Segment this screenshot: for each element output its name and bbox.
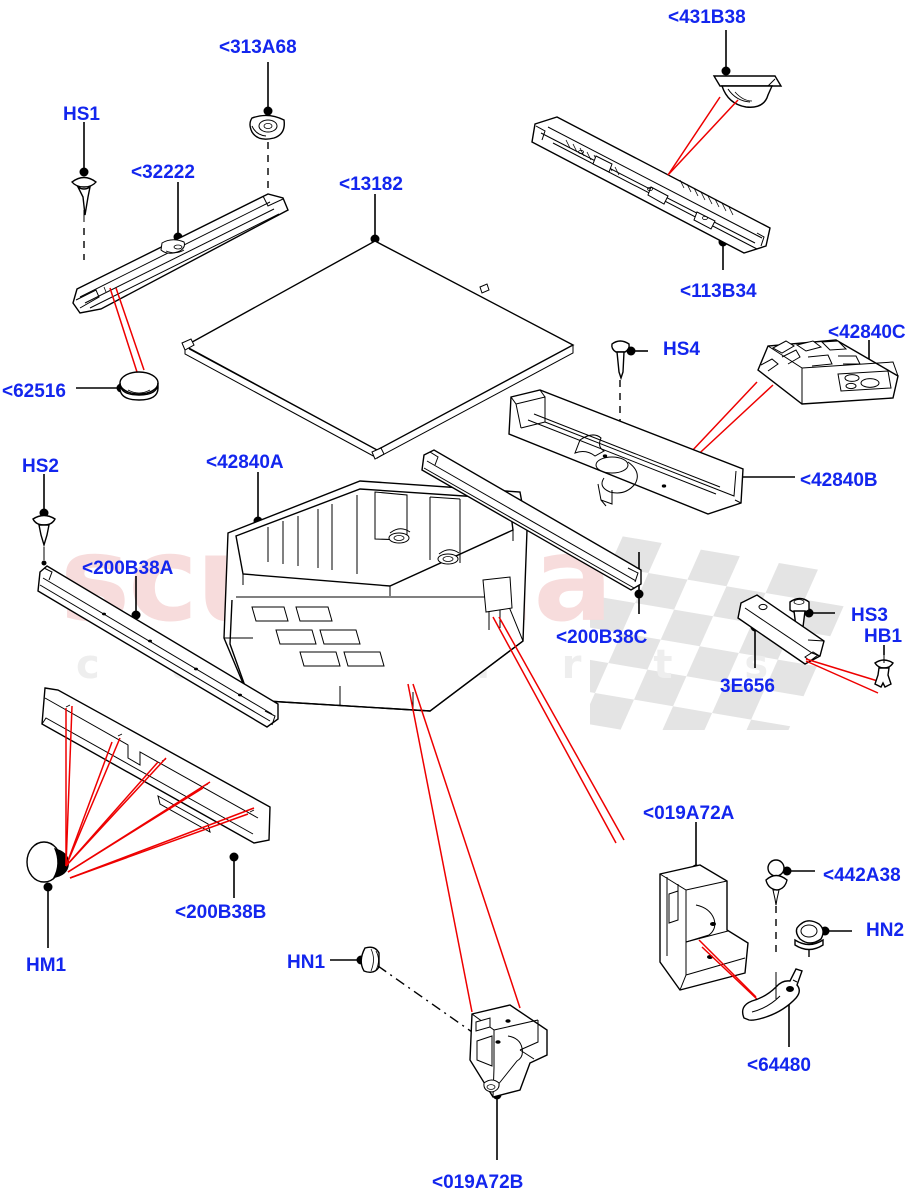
part-label-hs2[interactable]: HS2: [22, 456, 59, 477]
part-13182-load-floor-panel: [181, 194, 575, 460]
part-label-64480[interactable]: <64480: [747, 1055, 811, 1076]
part-label-32222[interactable]: <32222: [131, 162, 195, 183]
part-200b38c-trim-rail: [421, 449, 644, 614]
part-label-42840a[interactable]: <42840A: [206, 452, 284, 473]
part-label-431b38[interactable]: <431B38: [668, 7, 746, 28]
part-hn2-flange-nut: [794, 920, 852, 962]
part-label-13182[interactable]: <13182: [339, 174, 403, 195]
part-019a72a-bracket: [659, 822, 761, 1003]
part-label-42840c[interactable]: <42840C: [828, 322, 906, 343]
part-label-hb1[interactable]: HB1: [864, 626, 903, 647]
part-hb1-push-rivet: [874, 645, 894, 688]
part-200b38b-trim-rail: [41, 687, 271, 898]
part-113b34-rail-assembly: [531, 96, 771, 270]
part-64480-tie-down-hook: [741, 968, 803, 1047]
part-label-hs4[interactable]: HS4: [663, 339, 700, 360]
part-hs2-screw: [32, 474, 56, 566]
part-label-313a68[interactable]: <313A68: [219, 37, 297, 58]
part-label-200b38a[interactable]: <200B38A: [82, 558, 174, 579]
part-label-200b38c[interactable]: <200B38C: [556, 627, 648, 648]
part-42840b-long-tray: [508, 389, 795, 515]
part-label-hs3[interactable]: HS3: [851, 605, 888, 626]
part-42840a-large-tray: [223, 472, 625, 1013]
part-019a72b-bracket: [469, 1004, 548, 1160]
part-label-019a72b[interactable]: <019A72B: [432, 1172, 524, 1193]
part-label-3e656[interactable]: 3E656: [720, 676, 775, 697]
part-hm1-grommet: [26, 705, 255, 948]
part-3e656-mounting-plate: [737, 594, 882, 694]
part-label-200b38b[interactable]: <200B38B: [175, 902, 267, 923]
part-label-42840b[interactable]: <42840B: [800, 470, 878, 491]
part-32222-side-rail: [72, 182, 289, 373]
part-label-62516[interactable]: <62516: [2, 381, 66, 402]
part-200b38a-trim-rail: [37, 565, 279, 728]
part-hs1-push-rivet: [71, 122, 97, 260]
part-label-hm1[interactable]: HM1: [26, 955, 67, 976]
part-431b38-end-cap: [712, 30, 783, 108]
part-hn1-nut: [330, 946, 473, 1033]
part-label-442a38[interactable]: <442A38: [823, 865, 901, 886]
part-442a38-stud-pin: [765, 859, 815, 952]
part-label-hn2[interactable]: HN2: [866, 920, 905, 941]
part-62516-round-clip: [76, 371, 159, 401]
part-313a68-grommet-cap: [249, 62, 285, 190]
part-label-113b34[interactable]: <113B34: [680, 281, 757, 302]
part-label-019a72a[interactable]: <019A72A: [643, 803, 735, 824]
part-label-hn1[interactable]: HN1: [287, 952, 326, 973]
part-label-hs1[interactable]: HS1: [63, 104, 100, 125]
